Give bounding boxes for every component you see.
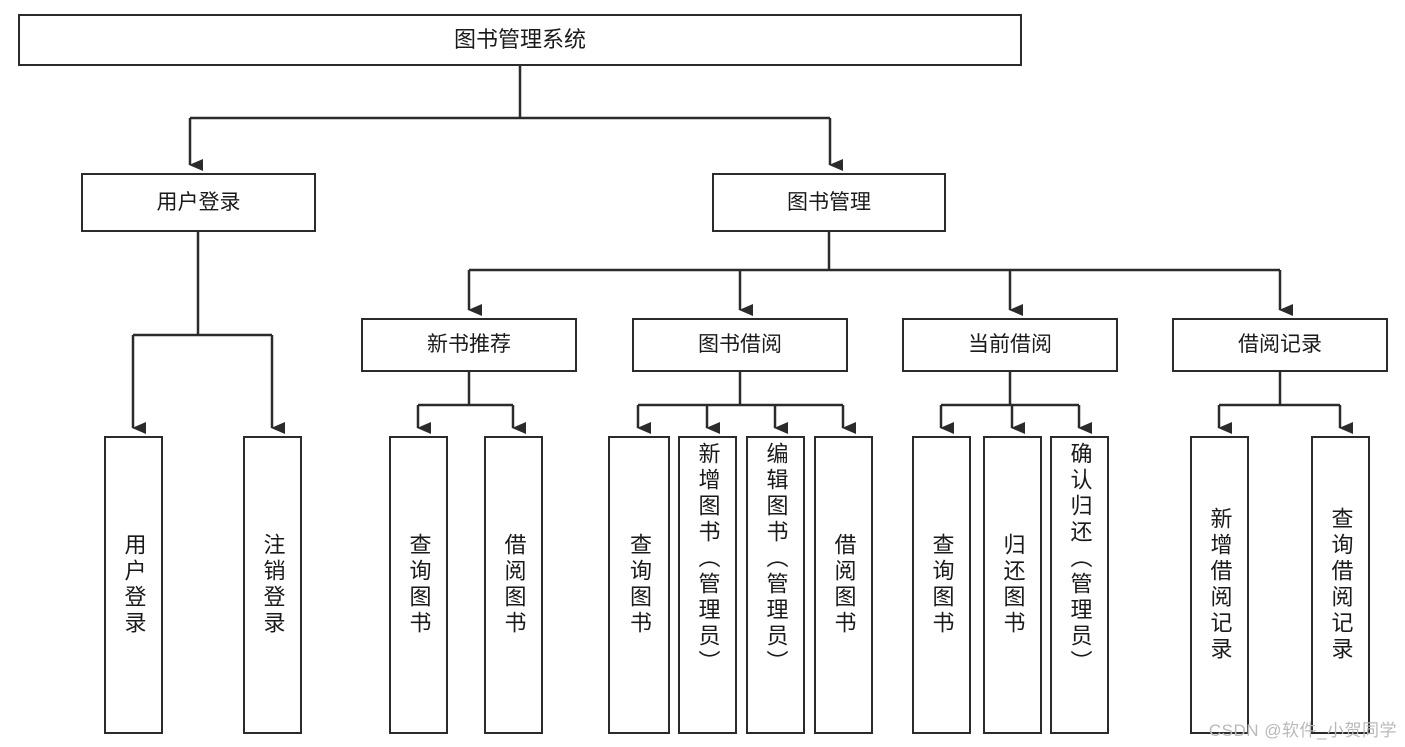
node-borrow-record[interactable]: 借阅记录: [1172, 318, 1388, 372]
node-leaf-add-borrow-record[interactable]: 新增借阅记录: [1190, 436, 1249, 734]
node-current-borrow-label: 当前借阅: [968, 333, 1052, 357]
node-leaf-logout[interactable]: 注销登录: [243, 436, 302, 734]
node-borrow-record-label: 借阅记录: [1238, 333, 1322, 357]
node-book-borrow[interactable]: 图书借阅: [632, 318, 848, 372]
node-new-book-recommend[interactable]: 新书推荐: [361, 318, 577, 372]
node-book-management-label: 图书管理: [787, 190, 871, 214]
node-leaf-edit-book-admin-label: 编辑图书（管理员）: [763, 442, 789, 676]
node-leaf-return-book[interactable]: 归还图书: [983, 436, 1042, 734]
node-leaf-borrow-book[interactable]: 借阅图书: [814, 436, 873, 734]
node-leaf-borrow-book-recommend[interactable]: 借阅图书: [484, 436, 543, 734]
watermark-text: CSDN @软件_小贺同学: [1208, 721, 1397, 740]
node-leaf-query-book-current-label: 查询图书: [929, 533, 955, 637]
node-leaf-borrow-book-recommend-label: 借阅图书: [501, 533, 527, 637]
node-user-login[interactable]: 用户登录: [81, 173, 316, 232]
node-leaf-user-login-label: 用户登录: [121, 533, 147, 637]
node-leaf-query-borrow-record-label: 查询借阅记录: [1328, 507, 1354, 663]
node-leaf-query-book-recommend-label: 查询图书: [406, 533, 432, 637]
node-root[interactable]: 图书管理系统: [18, 14, 1022, 66]
node-leaf-query-book-current[interactable]: 查询图书: [912, 436, 971, 734]
node-leaf-user-login[interactable]: 用户登录: [104, 436, 163, 734]
node-book-management[interactable]: 图书管理: [712, 173, 946, 232]
node-leaf-confirm-return-admin-label: 确认归还（管理员）: [1067, 442, 1093, 676]
node-leaf-edit-book-admin[interactable]: 编辑图书（管理员）: [746, 436, 805, 734]
node-leaf-query-book-recommend[interactable]: 查询图书: [389, 436, 448, 734]
node-leaf-add-borrow-record-label: 新增借阅记录: [1207, 507, 1233, 663]
node-leaf-logout-label: 注销登录: [260, 533, 286, 637]
node-leaf-add-book-admin[interactable]: 新增图书（管理员）: [678, 436, 737, 734]
node-leaf-query-book-borrow[interactable]: 查询图书: [608, 436, 670, 734]
node-leaf-query-book-borrow-label: 查询图书: [627, 533, 652, 637]
node-leaf-confirm-return-admin[interactable]: 确认归还（管理员）: [1050, 436, 1109, 734]
node-leaf-query-borrow-record[interactable]: 查询借阅记录: [1311, 436, 1370, 734]
node-leaf-add-book-admin-label: 新增图书（管理员）: [695, 442, 721, 676]
node-book-borrow-label: 图书借阅: [698, 333, 782, 357]
node-leaf-return-book-label: 归还图书: [1000, 533, 1026, 637]
node-root-label: 图书管理系统: [453, 26, 586, 52]
node-leaf-borrow-book-label: 借阅图书: [831, 533, 857, 637]
node-current-borrow[interactable]: 当前借阅: [902, 318, 1118, 372]
node-new-book-recommend-label: 新书推荐: [427, 333, 511, 357]
node-user-login-label: 用户登录: [156, 190, 241, 214]
